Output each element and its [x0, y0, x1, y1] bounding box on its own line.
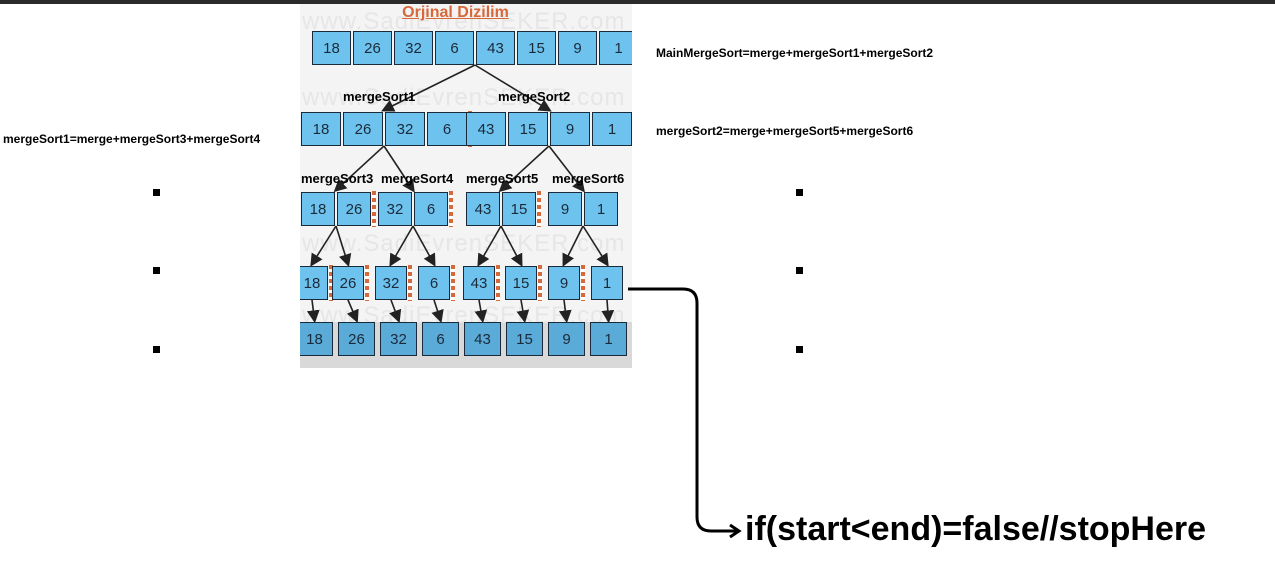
- array-cell: 18: [301, 112, 341, 146]
- tree-link: [498, 145, 550, 193]
- tree-link: [346, 299, 359, 323]
- array-cell: 1: [590, 322, 627, 356]
- split-divider: [451, 265, 455, 301]
- label-mergesort4: mergeSort4: [381, 171, 454, 186]
- tree-link: [601, 299, 615, 324]
- split-divider: [581, 265, 585, 301]
- array-cell: 18: [300, 322, 333, 356]
- array-cell: 6: [427, 112, 467, 146]
- label-mergesort6: mergeSort6: [552, 171, 625, 186]
- tree-link: [431, 299, 444, 324]
- tree-link: [500, 225, 523, 267]
- tree-links: [306, 64, 615, 324]
- array-cell: 15: [508, 112, 548, 146]
- array-cell: 32: [394, 31, 433, 65]
- diagram-title: Orjinal Dizilim: [402, 4, 509, 21]
- bullet-left-2: [153, 267, 160, 274]
- array-cell: 15: [502, 192, 536, 226]
- mergesort1-formula: mergeSort1=merge+mergeSort3+mergeSort4: [3, 132, 261, 146]
- split-divider: [365, 265, 369, 301]
- array-cell: 9: [548, 192, 582, 226]
- array-cell: 18: [312, 31, 351, 65]
- array-cell: 1: [599, 31, 632, 65]
- array-cell: 6: [422, 322, 459, 356]
- main-mergesort-formula: MainMergeSort=merge+mergeSort1+mergeSort…: [656, 46, 934, 60]
- array-cell: 26: [343, 112, 383, 146]
- array-cell: 43: [466, 192, 500, 226]
- bullet-right-3: [796, 346, 803, 353]
- bullet-right-2: [796, 267, 803, 274]
- split-divider: [538, 265, 542, 301]
- tree-link: [389, 299, 402, 323]
- array-cell: 9: [548, 266, 580, 300]
- watermark-3: www.SadiEvrenSEKER.com: [302, 230, 626, 257]
- stop-condition-text: if(start<end)=false//stopHere: [745, 510, 1207, 548]
- array-cell: 18: [301, 192, 335, 226]
- split-divider: [496, 265, 500, 301]
- tree-link: [335, 225, 352, 268]
- tree-link: [477, 225, 502, 267]
- tree-link: [306, 299, 320, 324]
- array-cell: 32: [375, 266, 407, 300]
- array-cell: 43: [466, 112, 506, 146]
- top-bar: [0, 0, 1275, 4]
- array-cell: 43: [463, 266, 495, 300]
- tree-link: [474, 299, 488, 324]
- array-cell: 26: [337, 192, 371, 226]
- watermark-1: www.SadiEvrenSEKER.com: [302, 8, 626, 35]
- array-cell: 32: [378, 192, 412, 226]
- split-divider: [408, 265, 412, 301]
- array-cell: 15: [505, 266, 537, 300]
- array-cell: 43: [476, 31, 515, 65]
- watermark-2: www.SadiEvrenSEKER.com: [302, 84, 626, 111]
- tree-link: [383, 145, 415, 193]
- tree-link: [381, 64, 476, 112]
- array-cell: 6: [418, 266, 450, 300]
- array-cell: 15: [506, 322, 543, 356]
- array-cell: 1: [584, 192, 618, 226]
- bullet-left-3: [153, 346, 160, 353]
- label-mergesort5: mergeSort5: [466, 171, 539, 186]
- mergesort2-formula: mergeSort2=merge+mergeSort5+mergeSort6: [656, 124, 914, 138]
- tree-link: [548, 145, 585, 193]
- tree-link: [474, 64, 552, 112]
- array-cell: 43: [464, 322, 501, 356]
- tree-link: [333, 145, 385, 193]
- array-cell: 1: [592, 112, 632, 146]
- bullet-right-1: [796, 189, 803, 196]
- split-divider: [449, 191, 453, 227]
- array-cell: 32: [385, 112, 425, 146]
- tree-link: [516, 299, 530, 324]
- array-cell: 18: [300, 266, 328, 300]
- tree-link: [310, 225, 337, 267]
- tree-link: [558, 299, 572, 324]
- split-divider: [537, 191, 541, 227]
- split-divider: [329, 265, 333, 301]
- array-cell: 6: [414, 192, 448, 226]
- array-cell: 1: [591, 266, 623, 300]
- array-cell: 26: [353, 31, 392, 65]
- split-divider: [372, 191, 376, 227]
- tree-link: [562, 225, 584, 267]
- array-cell: 9: [548, 322, 585, 356]
- array-cell: 26: [332, 266, 364, 300]
- array-cell: 32: [380, 322, 417, 356]
- tree-link: [582, 225, 609, 267]
- label-mergesort1: mergeSort1: [343, 89, 416, 104]
- label-mergesort2: mergeSort2: [498, 89, 571, 104]
- bullet-left-1: [153, 189, 160, 196]
- array-cell: 6: [435, 31, 474, 65]
- tree-link: [412, 225, 436, 267]
- array-cell: 15: [517, 31, 556, 65]
- array-cell: 26: [338, 322, 375, 356]
- merge-sort-diagram: www.SadiEvrenSEKER.com www.SadiEvrenSEKE…: [300, 4, 632, 368]
- array-cell: 9: [550, 112, 590, 146]
- array-cell: 9: [558, 31, 597, 65]
- tree-link: [389, 225, 414, 267]
- label-mergesort3: mergeSort3: [301, 171, 374, 186]
